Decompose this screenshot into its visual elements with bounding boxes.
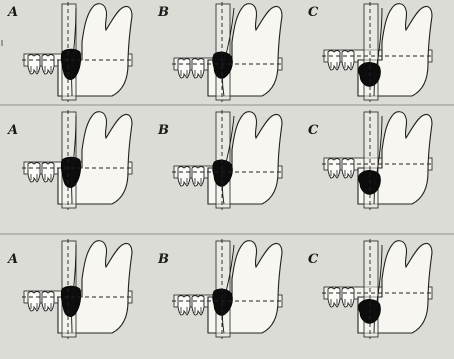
- molar-2: [192, 59, 204, 79]
- molar-2: [42, 163, 54, 183]
- panel-label: C: [308, 123, 319, 138]
- molar-crown: [178, 296, 190, 316]
- panel-label: A: [6, 5, 18, 20]
- panels-group: A B C A B C A B C: [6, 2, 434, 339]
- row-divider-1: [0, 104, 454, 106]
- molar-crown: [342, 288, 354, 308]
- molar-crown: [28, 163, 40, 183]
- molar-2: [342, 288, 354, 308]
- molar-2: [192, 296, 204, 316]
- molar-crown: [42, 163, 54, 183]
- molar-crown: [28, 292, 40, 312]
- molar-crown: [328, 288, 340, 308]
- molar-1: [178, 59, 190, 79]
- panel-label: B: [157, 5, 169, 20]
- molar-1: [178, 296, 190, 316]
- molar-crown: [42, 55, 54, 75]
- molar-1: [28, 55, 40, 75]
- molar-crown: [28, 55, 40, 75]
- molar-2: [192, 167, 204, 187]
- molar-crown: [192, 59, 204, 79]
- molar-crown: [342, 51, 354, 71]
- molar-2: [42, 292, 54, 312]
- molar-1: [178, 167, 190, 187]
- molar-2: [42, 55, 54, 75]
- molar-crown: [42, 292, 54, 312]
- molar-crown: [192, 167, 204, 187]
- panel-label: C: [308, 5, 319, 20]
- molar-1: [28, 292, 40, 312]
- figure-row-3: A B C: [6, 239, 434, 339]
- figure-row-2: A B C: [6, 110, 434, 210]
- molar-1: [328, 159, 340, 179]
- panel-label: A: [6, 252, 18, 267]
- molar-crown: [328, 159, 340, 179]
- molar-2: [342, 159, 354, 179]
- row-divider-2: [0, 233, 454, 235]
- molar-crown: [328, 51, 340, 71]
- molar-2: [342, 51, 354, 71]
- molar-1: [328, 288, 340, 308]
- molar-1: [28, 163, 40, 183]
- molar-crown: [192, 296, 204, 316]
- molar-crown: [178, 167, 190, 187]
- panel-label: B: [157, 123, 169, 138]
- molar-crown: [178, 59, 190, 79]
- panel-label: B: [157, 252, 169, 267]
- figure-row-1: A B C: [6, 2, 434, 102]
- panel-label: A: [6, 123, 18, 138]
- molar-1: [328, 51, 340, 71]
- panel-label: C: [308, 252, 319, 267]
- molar-crown: [342, 159, 354, 179]
